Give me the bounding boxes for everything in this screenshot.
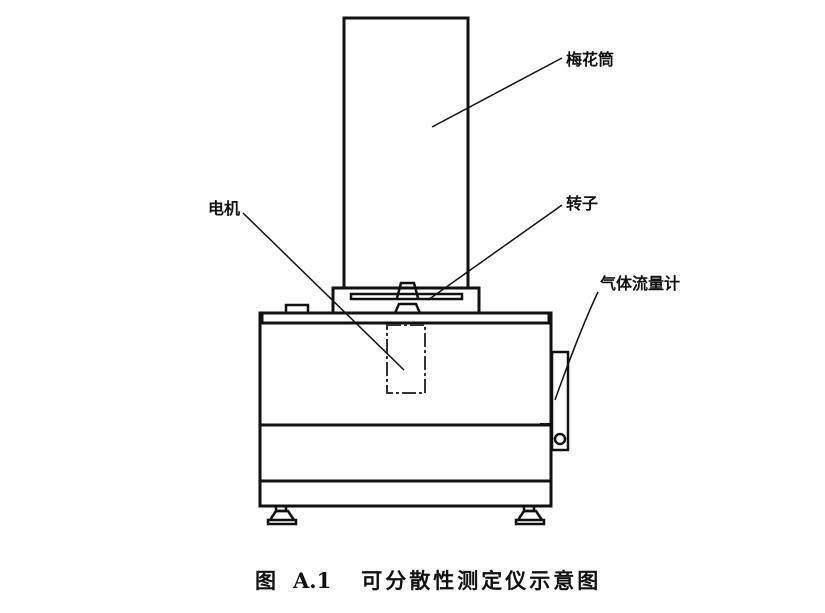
figure-caption: 图 A.1 可分散性测定仪示意图 — [255, 565, 601, 595]
rotor-hub — [395, 281, 420, 299]
caption-title: 可分散性测定仪示意图 — [361, 569, 602, 593]
label-motor: 电机 — [208, 199, 241, 218]
gas-flowmeter — [550, 350, 570, 452]
leader-flowmeter — [554, 291, 599, 401]
leader-rotor — [427, 204, 563, 301]
label-rotor: 转子 — [566, 194, 599, 213]
rotor-disc — [349, 292, 464, 301]
drum — [342, 16, 470, 290]
rotor-hub-lower — [393, 302, 422, 314]
rotor-housing — [331, 286, 481, 315]
label-drum: 梅花筒 — [566, 50, 615, 69]
caption-prefix: 图 — [255, 569, 279, 593]
caption-number: A.1 — [293, 568, 332, 593]
label-gas-flowmeter: 气体流量计 — [600, 274, 681, 293]
left-foot — [266, 504, 298, 526]
flowmeter-knob — [553, 432, 567, 446]
right-foot — [514, 504, 546, 526]
motor — [386, 324, 426, 394]
leader-motor — [242, 212, 405, 371]
cabinet — [258, 311, 553, 508]
leader-drum — [431, 57, 563, 128]
